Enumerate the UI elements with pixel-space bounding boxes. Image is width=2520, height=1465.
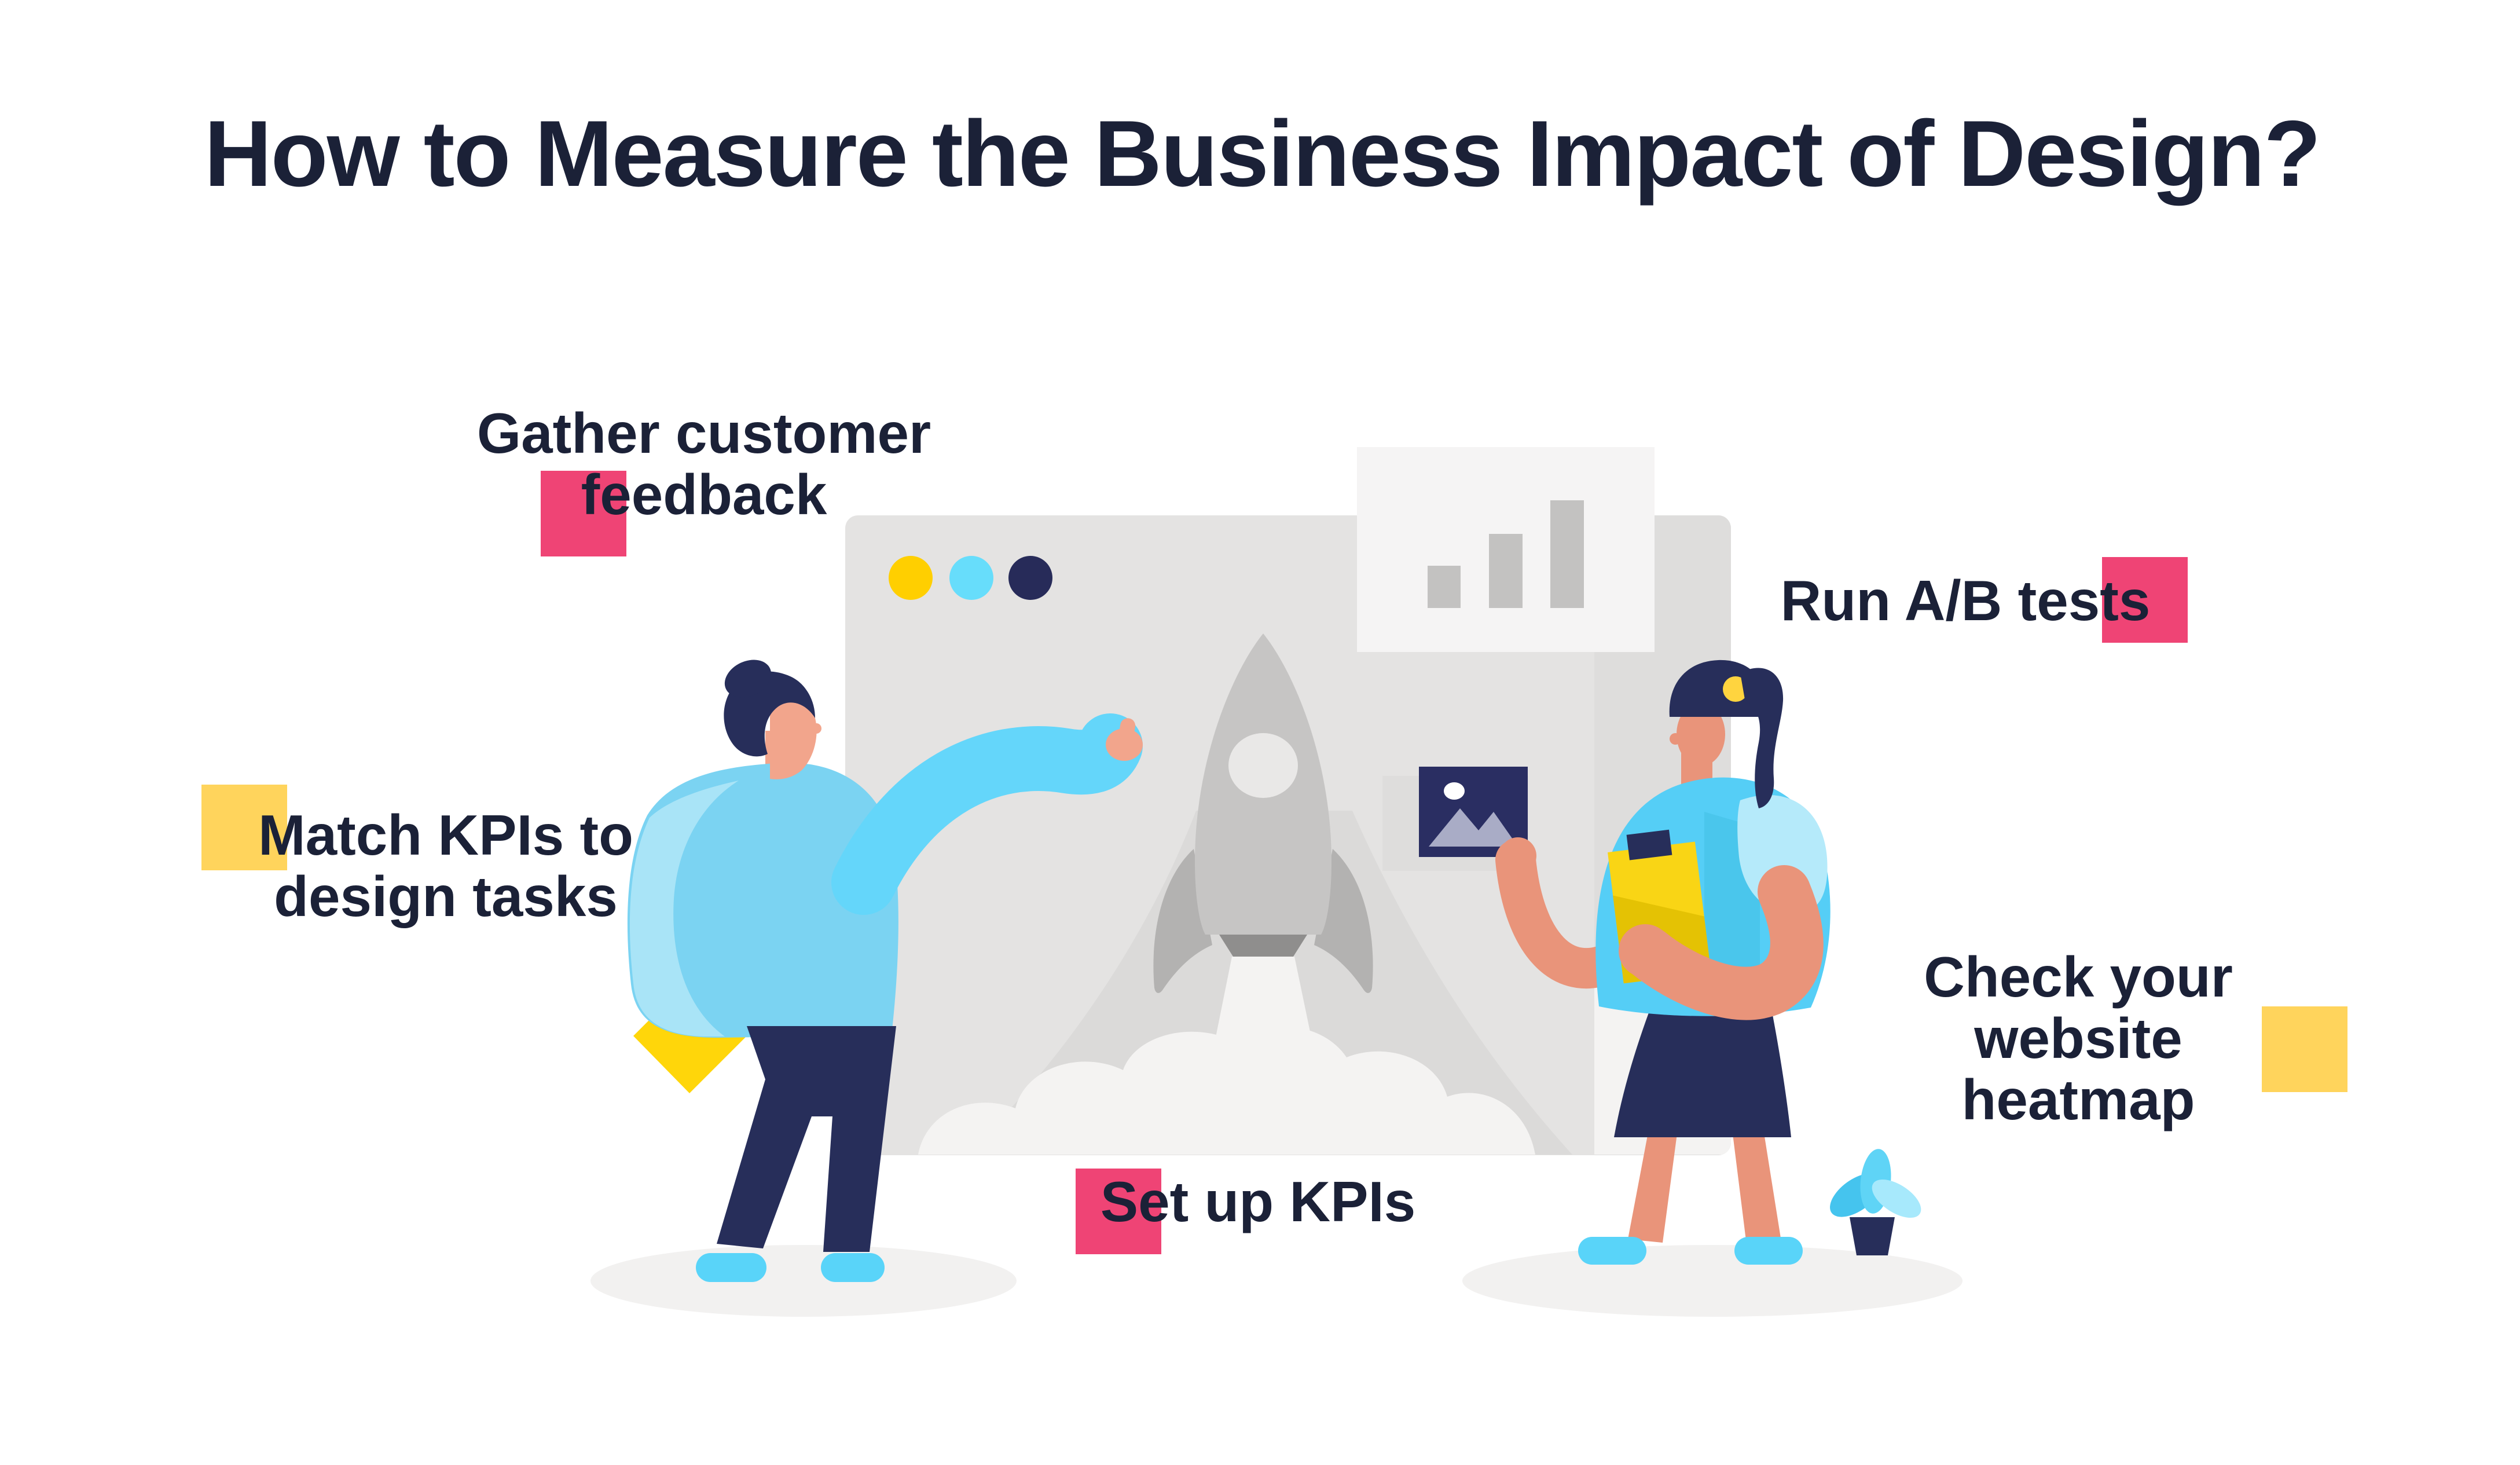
accent-square-ab-test	[2102, 557, 2188, 643]
hand-on-card	[1499, 837, 1536, 874]
bar-chart-icon	[1357, 447, 1655, 652]
rocket-icon	[1153, 633, 1373, 993]
woman-ponytail	[1740, 668, 1784, 808]
potted-plant-icon	[1830, 1149, 1921, 1255]
man-shoe	[821, 1253, 885, 1282]
man-pointing-figure	[627, 660, 1143, 1282]
woman-shoe	[1734, 1237, 1803, 1265]
accent-square-setup	[1076, 1169, 1161, 1254]
woman-skirt	[1614, 997, 1791, 1137]
step-label-run-ab-tests: Run A/B tests	[1780, 569, 2151, 632]
hand-on-clipboard	[1619, 924, 1672, 977]
accent-square-match	[201, 785, 287, 870]
pointing-hand	[1106, 718, 1143, 761]
bar-chart-bar	[1428, 566, 1461, 608]
accent-square-gather	[541, 471, 626, 556]
floor-shadow	[590, 1245, 1017, 1317]
clipboard-clip	[1626, 829, 1672, 860]
man-shoe	[696, 1253, 766, 1282]
page-title: How to Measure the Business Impact of De…	[204, 101, 2321, 206]
woman-shoe	[1578, 1237, 1646, 1265]
woman-holding-clipboard-figure	[1495, 660, 1831, 1265]
bar-chart-bar	[1489, 534, 1523, 608]
window-dot-icon	[949, 556, 993, 600]
floor-shadow	[1462, 1245, 1963, 1317]
step-label-gather-customer-feedback: Gather customer feedback	[476, 401, 931, 526]
step-label-match-kpis: Match KPIs to design tasks	[258, 803, 633, 928]
step-label-set-up-kpis: Set up KPIs	[1100, 1170, 1416, 1233]
step-label-check-website-heatmap: Check your website heatmap	[1924, 945, 2233, 1131]
bar-chart-bar	[1550, 500, 1584, 608]
window-dot-icon	[889, 556, 933, 600]
man-pants	[717, 1026, 896, 1252]
rocket-porthole	[1228, 733, 1298, 798]
window-dot-icon	[1008, 556, 1052, 600]
accent-square-heatmap	[2262, 1006, 2347, 1092]
